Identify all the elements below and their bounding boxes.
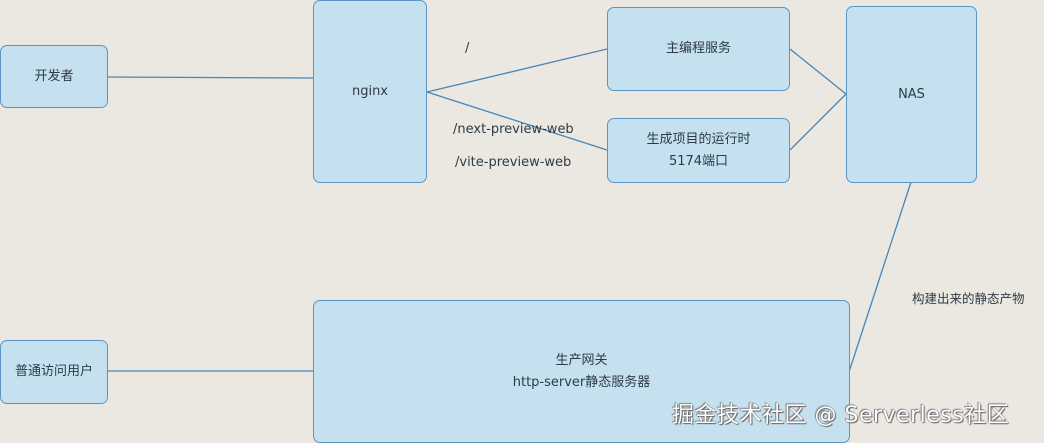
edge-label-vite-preview: /vite-preview-web bbox=[455, 155, 572, 170]
nginx-node[interactable]: nginx bbox=[313, 0, 427, 183]
main-service-node[interactable]: 主编程服务 bbox=[607, 7, 790, 91]
edge-developer-nginx bbox=[106, 76, 314, 79]
gateway-label-line1: 生产网关 bbox=[555, 352, 608, 368]
runtime-node[interactable]: 生成项目的运行时 5174端口 bbox=[607, 118, 790, 183]
runtime-label-line1: 生成项目的运行时 bbox=[646, 131, 751, 147]
runtime-label-line2: 5174端口 bbox=[668, 153, 729, 169]
watermark: 掘金技术社区 @ Serverless社区 bbox=[672, 403, 1010, 428]
edge-label-next-preview: /next-preview-web bbox=[453, 122, 574, 137]
edge-runtime-nas bbox=[789, 93, 847, 151]
edge-nginx-runtime bbox=[426, 91, 608, 151]
edge-label-static-artifacts: 构建出来的静态产物 bbox=[912, 291, 1025, 306]
edge-main-service-nas bbox=[789, 48, 847, 95]
visitor-label: 普通访问用户 bbox=[14, 364, 93, 379]
main-service-label: 主编程服务 bbox=[665, 41, 731, 56]
edge-nginx-main-service bbox=[426, 48, 608, 93]
gateway-node[interactable]: 生产网关 http-server静态服务器 bbox=[313, 300, 850, 443]
edge-nas-gateway bbox=[848, 181, 912, 373]
developer-label: 开发者 bbox=[34, 68, 74, 84]
nas-node[interactable]: NAS bbox=[846, 6, 977, 183]
edge-label-root-path: / bbox=[465, 41, 470, 56]
visitor-node[interactable]: 普通访问用户 bbox=[0, 340, 108, 404]
developer-node[interactable]: 开发者 bbox=[0, 45, 108, 108]
nginx-label: nginx bbox=[351, 83, 389, 99]
nas-label: NAS bbox=[898, 86, 925, 102]
gateway-label-line2: http-server静态服务器 bbox=[512, 374, 651, 390]
